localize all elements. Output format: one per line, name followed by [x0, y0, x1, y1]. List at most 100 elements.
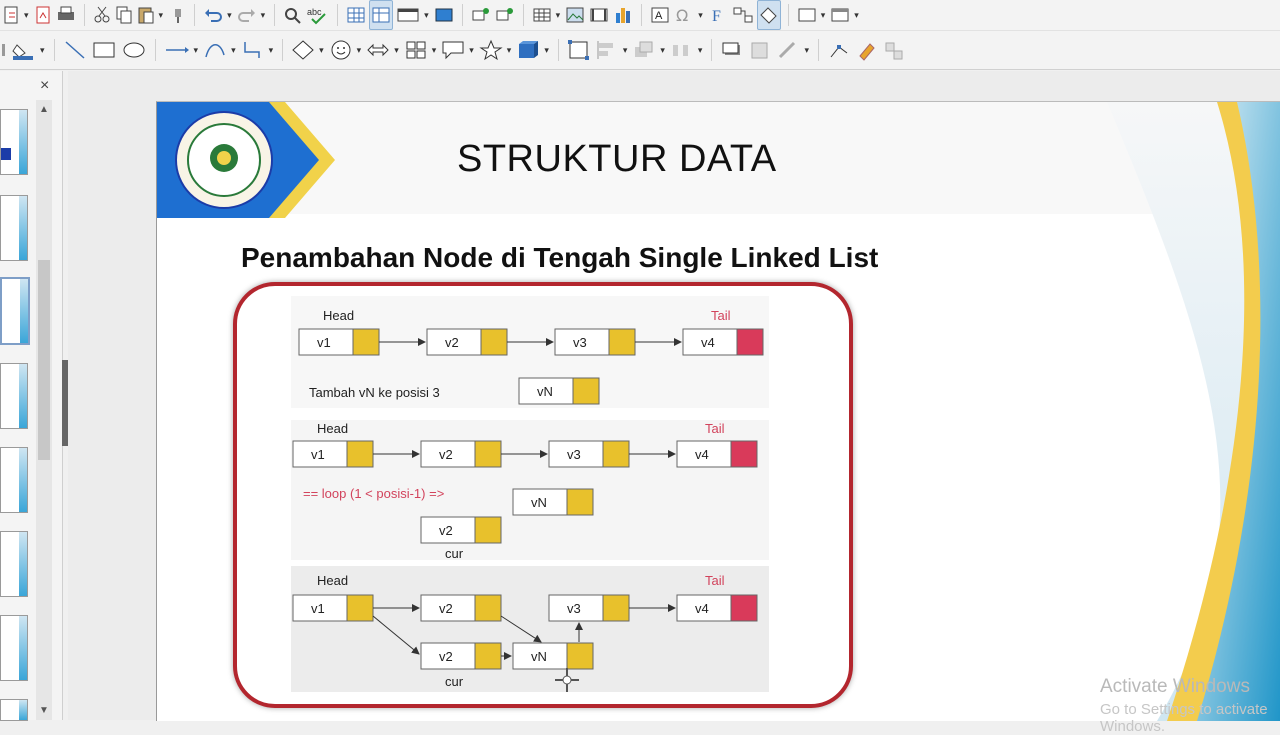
slide-thumbnail[interactable] [0, 363, 28, 429]
chevron-down-icon[interactable]: ▾ [544, 44, 549, 55]
chevron-down-icon[interactable]: ▾ [820, 9, 826, 20]
separator [282, 39, 284, 61]
table-icon[interactable] [531, 1, 553, 29]
fontwork-icon[interactable]: F [707, 1, 729, 29]
curve-icon[interactable] [202, 36, 228, 64]
hyperlink-icon[interactable] [494, 1, 516, 29]
chevron-down-icon[interactable]: ▾ [431, 44, 437, 55]
slide-icon[interactable] [433, 1, 455, 29]
transformations-icon[interactable] [566, 36, 592, 64]
redo-icon[interactable] [236, 1, 258, 29]
flowchart-icon[interactable] [403, 36, 429, 64]
filter-icon[interactable] [775, 36, 801, 64]
slide-show-icon[interactable] [470, 1, 492, 29]
image-icon[interactable] [564, 1, 586, 29]
3d-object-icon[interactable] [515, 36, 541, 64]
separator [461, 4, 463, 26]
special-character-icon[interactable]: Ω [673, 1, 695, 29]
find-replace-icon[interactable] [282, 1, 304, 29]
spelling-icon[interactable]: abc [306, 1, 330, 29]
export-icon[interactable] [1, 1, 21, 29]
connector-icon[interactable] [731, 1, 755, 29]
star-icon[interactable] [478, 36, 504, 64]
node-label: v1 [311, 601, 325, 616]
undo-icon[interactable] [202, 1, 224, 29]
arrow-line-icon[interactable] [163, 36, 191, 64]
callout-icon[interactable] [440, 36, 466, 64]
toggle-extrusion-icon[interactable] [882, 36, 908, 64]
chevron-down-icon[interactable]: ▾ [356, 44, 362, 55]
ellipse-icon[interactable] [120, 36, 148, 64]
display-grid-icon[interactable] [369, 0, 394, 30]
panel-splitter[interactable] [62, 360, 68, 446]
chevron-down-icon[interactable]: ▾ [319, 44, 324, 55]
slide[interactable]: STRUKTUR DATA Penambahan Node di Tengah … [156, 101, 1280, 721]
distribute-icon[interactable] [669, 36, 695, 64]
scroll-up-icon[interactable]: ▲ [39, 104, 49, 115]
chevron-down-icon[interactable]: ▾ [227, 9, 232, 20]
chevron-down-icon[interactable]: ▾ [697, 44, 703, 55]
select-icon[interactable] [1, 36, 7, 64]
chevron-down-icon[interactable]: ▾ [804, 44, 809, 55]
linked-list-diagram[interactable]: Head Tail v1 v2 v3 v4 Tambah vN ke posis… [291, 296, 771, 696]
line-icon[interactable] [62, 36, 88, 64]
chevron-down-icon[interactable]: ▾ [40, 44, 45, 55]
close-icon[interactable]: × [40, 77, 50, 94]
print-icon[interactable] [55, 1, 77, 29]
chevron-down-icon[interactable]: ▾ [158, 9, 164, 20]
grid-icon[interactable] [345, 1, 367, 29]
slide-subtitle[interactable]: Penambahan Node di Tengah Single Linked … [241, 242, 879, 273]
chevron-down-icon[interactable]: ▾ [193, 44, 199, 55]
points-icon[interactable] [826, 36, 852, 64]
cut-icon[interactable] [92, 1, 112, 29]
master-slide-icon[interactable] [796, 1, 818, 29]
clone-formatting-icon[interactable] [167, 1, 187, 29]
crop-icon[interactable] [747, 36, 773, 64]
chevron-down-icon[interactable]: ▾ [506, 44, 512, 55]
slide-thumbnail[interactable] [0, 531, 28, 597]
node-cur: v2 [420, 516, 502, 544]
shapes-icon[interactable] [756, 0, 781, 30]
slide-thumbnail[interactable] [0, 109, 28, 175]
align-icon[interactable] [594, 36, 620, 64]
chevron-down-icon[interactable]: ▾ [698, 9, 703, 20]
scrollbar-thumb[interactable] [38, 260, 50, 460]
chevron-down-icon[interactable]: ▾ [260, 9, 266, 20]
scroll-down-icon[interactable]: ▼ [39, 705, 49, 716]
shadow-icon[interactable] [719, 36, 745, 64]
connector-icon[interactable] [240, 36, 266, 64]
diamond-icon[interactable] [290, 36, 316, 64]
rectangle-icon[interactable] [90, 36, 118, 64]
textbox-icon[interactable]: A [649, 1, 671, 29]
export-pdf-icon[interactable] [33, 1, 53, 29]
chevron-down-icon[interactable]: ▾ [854, 9, 859, 20]
chevron-down-icon[interactable]: ▾ [555, 9, 561, 20]
paste-icon[interactable] [136, 1, 156, 29]
smiley-icon[interactable] [328, 36, 354, 64]
panel-scrollbar[interactable]: ▲ ▼ [36, 100, 52, 720]
copy-icon[interactable] [114, 1, 134, 29]
glue-points-icon[interactable] [854, 36, 880, 64]
display-views-icon[interactable] [395, 1, 421, 29]
arrange-icon[interactable] [631, 36, 657, 64]
chevron-down-icon[interactable]: ▾ [660, 44, 665, 55]
slide-title[interactable]: STRUKTUR DATA [457, 138, 777, 180]
window-icon[interactable] [829, 1, 851, 29]
chevron-down-icon[interactable]: ▾ [469, 44, 474, 55]
slide-thumbnail-selected[interactable] [0, 277, 30, 345]
chevron-down-icon[interactable]: ▾ [24, 9, 29, 20]
slide-thumbnail[interactable] [0, 447, 28, 513]
slide-thumbnail[interactable] [0, 195, 28, 261]
chart-icon[interactable] [612, 1, 634, 29]
chevron-down-icon[interactable]: ▾ [394, 44, 399, 55]
chevron-down-icon[interactable]: ▾ [622, 44, 628, 55]
media-icon[interactable] [588, 1, 610, 29]
slide-thumbnail[interactable] [0, 699, 28, 721]
slide-thumbnail[interactable] [0, 615, 28, 681]
chevron-down-icon[interactable]: ▾ [268, 44, 274, 55]
fill-color-icon[interactable] [9, 36, 37, 64]
chevron-down-icon[interactable]: ▾ [424, 9, 429, 20]
separator [53, 39, 55, 61]
double-arrow-icon[interactable] [365, 36, 391, 64]
chevron-down-icon[interactable]: ▾ [231, 44, 236, 55]
